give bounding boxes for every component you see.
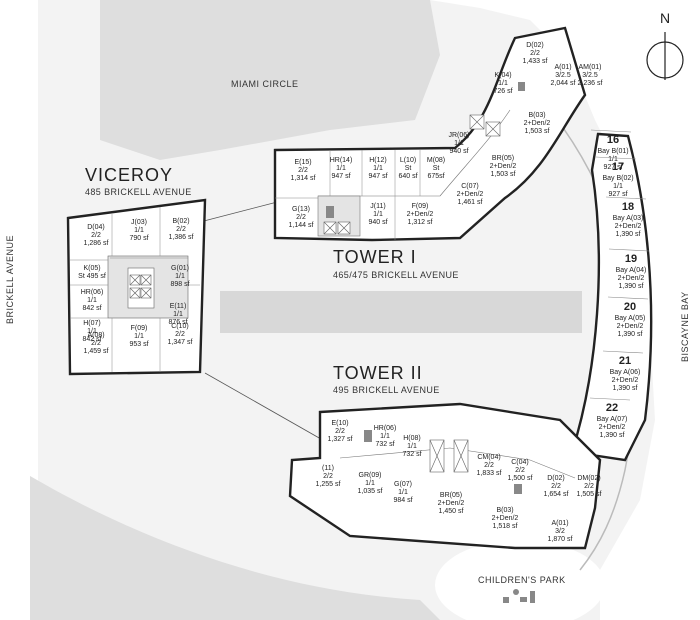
tower-2-building [288, 402, 602, 550]
tower-2-title: TOWER II [333, 363, 423, 383]
tower-1-address: 465/475 BRICKELL AVENUE [333, 270, 459, 280]
bay-floor-number: 18 [622, 201, 634, 213]
bay-floor-number: 21 [619, 355, 631, 367]
tower-1-building [273, 26, 587, 242]
tower-2-address: 495 BRICKELL AVENUE [333, 385, 440, 395]
viceroy-unit-label: K(05)St 495 sf [78, 265, 106, 280]
viceroy-connector-top [199, 199, 286, 223]
biscayne-bay-label: BISCAYNE BAY [680, 291, 690, 362]
playground-icon [503, 589, 535, 603]
bay-floor-number: 17 [612, 161, 624, 173]
bay-floor-number: 19 [625, 253, 637, 265]
north-compass-icon [646, 32, 684, 80]
bay-unit-divider [607, 296, 649, 300]
brickell-avenue-label: BRICKELL AVENUE [5, 235, 15, 324]
southern-park-area [20, 470, 440, 620]
bay-unit-divider [590, 129, 632, 133]
viceroy-building [66, 198, 207, 376]
bay-unit-divider [589, 397, 631, 401]
central-plaza [220, 291, 582, 333]
childrens-park-label: CHILDREN'S PARK [478, 575, 566, 585]
brickell-avenue-road [0, 0, 30, 620]
bay-floor-number: 16 [607, 134, 619, 146]
bay-floor-number: 20 [624, 301, 636, 313]
viceroy-connector-bottom [204, 372, 336, 448]
miami-circle-park [100, 0, 440, 160]
childrens-park-ground [435, 540, 605, 620]
viceroy-title: VICEROY [85, 165, 173, 185]
bay-unit-divider [605, 196, 647, 200]
north-label: N [660, 10, 670, 26]
viceroy-address: 485 BRICKELL AVENUE [85, 187, 192, 197]
tower-1-title: TOWER I [333, 247, 417, 267]
bay-unit-divider [595, 156, 637, 160]
bay-unit-divider [602, 350, 644, 354]
miami-circle-label: MIAMI CIRCLE [231, 79, 299, 89]
bay-floor-number: 22 [606, 402, 618, 414]
bay-unit-divider [608, 248, 650, 252]
